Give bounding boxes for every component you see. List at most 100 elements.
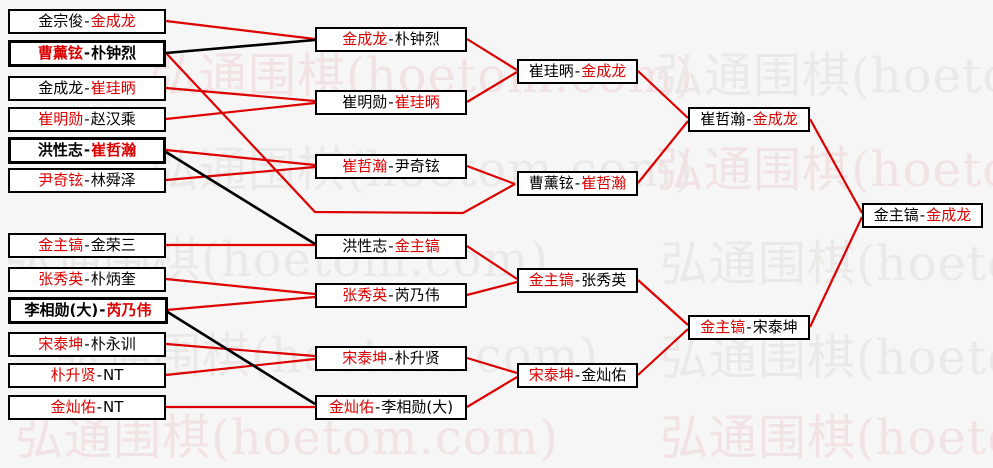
match-r3-4: 宋泰坤-金灿佑 (517, 363, 638, 388)
match-final: 金主镐-金成龙 (862, 203, 983, 228)
match-r1-12: 金灿佑-NT (8, 395, 166, 420)
player-name: 洪性志 (342, 237, 388, 255)
player-name: 金主镐 (394, 237, 440, 255)
player-name: 金成龙 (90, 12, 136, 30)
dash: - (96, 398, 103, 416)
player-name: 李相勋(大) (381, 398, 454, 416)
player-name: 张秀英 (581, 271, 627, 289)
dash: - (84, 171, 90, 189)
player-name: 尹奇铉 (394, 157, 440, 175)
match-r2-7: 金灿佑-李相勋(大) (315, 395, 467, 420)
watermark-text: 弘通围棋(hoetom.com) (655, 142, 993, 198)
bracket-diagram: 弘通围棋(hoetom.com) 弘通围棋(hoetom.com) 弘通围棋(h… (5, 9, 993, 466)
player-name: 宋泰坤 (342, 349, 388, 367)
player-name: 崔哲瀚 (700, 110, 746, 128)
line-winner-r2m5-r3m3 (466, 280, 518, 297)
dash: - (84, 270, 90, 288)
line-winner-r3m4-r4m2 (637, 328, 689, 376)
player-name: 芮乃伟 (106, 301, 152, 319)
line-loser-r1m2-r2m1 (165, 38, 316, 55)
match-r1-3: 金成龙-崔珪昞 (8, 76, 166, 101)
line-winner-r1m2-r3m2 (165, 52, 516, 215)
player-name: 朴升贤 (394, 349, 440, 367)
player-name: 朴炳奎 (90, 270, 136, 288)
line-winner-r1m4-r2m2 (165, 101, 316, 121)
player-name: 金宗俊 (38, 12, 84, 30)
dash: - (84, 335, 90, 353)
line-winner-r4m1-final (809, 118, 863, 214)
player-name: 金主镐 (700, 318, 746, 336)
line-winner-r1m10-r2m6 (165, 342, 316, 358)
match-r2-1: 金成龙-朴钟烈 (315, 27, 467, 52)
player-name: 曹薰铉 (37, 44, 83, 62)
dash: - (388, 93, 394, 111)
line-winner-r3m1-r4m1 (637, 70, 689, 119)
line-winner-r1m3-r2m2 (165, 86, 316, 103)
dash: - (84, 12, 90, 30)
watermark-text: 弘通围棋(hoetom.com) (660, 236, 993, 292)
match-r2-3: 崔哲瀚-尹奇铉 (315, 154, 467, 179)
line-winner-r2m2-r3m1 (466, 71, 518, 103)
line-loser-r1m9-r2m7 (165, 309, 316, 406)
match-r1-7: 金主镐-金荣三 (8, 233, 166, 258)
match-semifinal-1: 崔哲瀚-金成龙 (688, 107, 810, 132)
player-name: 崔哲瀚 (91, 141, 137, 159)
player-name: 芮乃伟 (394, 286, 440, 304)
dash: - (574, 62, 581, 80)
dash: - (574, 271, 581, 289)
player-name: NT (103, 366, 124, 384)
player-name: 宋泰坤 (38, 335, 84, 353)
player-name: 金成龙 (581, 62, 627, 80)
line-winner-r1m1-r2m1 (165, 19, 316, 41)
player-name: 朴钟烈 (394, 30, 440, 48)
dash: - (388, 237, 394, 255)
match-r1-1: 金宗俊-金成龙 (8, 9, 166, 34)
line-loser-r1m5-r2m4 (165, 150, 316, 246)
watermark-text: 弘通围棋(hoetom.com) (655, 48, 993, 104)
match-r3-1: 崔珪昞-金成龙 (517, 59, 638, 84)
dash: - (919, 206, 926, 224)
line-winner-r1m5-r2m3 (165, 148, 316, 167)
line-winner-r1m9-r2m5 (165, 295, 316, 312)
match-r2-4: 洪性志-金主镐 (315, 234, 467, 259)
dash: - (388, 157, 394, 175)
dash: - (83, 141, 91, 159)
player-name: 金主镐 (38, 236, 84, 254)
player-name: 金成龙 (342, 30, 388, 48)
player-name: 张秀英 (342, 286, 388, 304)
dash: - (99, 301, 106, 319)
player-name: 崔明勋 (38, 110, 84, 128)
player-name: 林舜泽 (90, 171, 136, 189)
match-r1-5: 洪性志-崔哲瀚 (8, 137, 166, 164)
line-winner-r1m11-r2m6 (165, 357, 316, 377)
line-winner-r2m1-r3m1 (466, 38, 518, 71)
match-r2-5: 张秀英-芮乃伟 (315, 283, 467, 308)
player-name: 崔明勋 (342, 93, 388, 111)
line-winner-r2m6-r3m4 (466, 356, 518, 375)
line-winner-r3m2-r4m1 (637, 120, 689, 184)
player-name: 崔珪昞 (528, 62, 574, 80)
dash: - (84, 110, 90, 128)
dash: - (746, 318, 752, 336)
dash: - (374, 398, 381, 416)
dash: - (746, 110, 752, 128)
line-winner-r2m4-r3m3 (466, 245, 518, 280)
player-name: 金灿佑 (328, 398, 374, 416)
line-winner-r1m6-r2m3 (165, 165, 316, 182)
match-r1-11: 朴升贤-NT (8, 363, 166, 388)
match-r1-9: 李相勋(大)-芮乃伟 (8, 297, 168, 324)
player-name: 曹薰铉 (528, 174, 574, 192)
dash: - (84, 236, 90, 254)
player-name: 金主镐 (528, 271, 574, 289)
dash: - (574, 366, 581, 384)
player-name: 金灿佑 (581, 366, 627, 384)
dash: - (388, 30, 394, 48)
line-winner-r2m7-r3m4 (466, 376, 518, 408)
dash: - (388, 349, 394, 367)
connector-lines (165, 19, 863, 409)
player-name: 朴钟烈 (91, 44, 137, 62)
player-name: 朴永训 (90, 335, 136, 353)
line-winner-r3m3-r4m2 (637, 279, 689, 326)
player-name: 尹奇铉 (38, 171, 84, 189)
match-r1-6: 尹奇铉-林舜泽 (8, 168, 166, 193)
